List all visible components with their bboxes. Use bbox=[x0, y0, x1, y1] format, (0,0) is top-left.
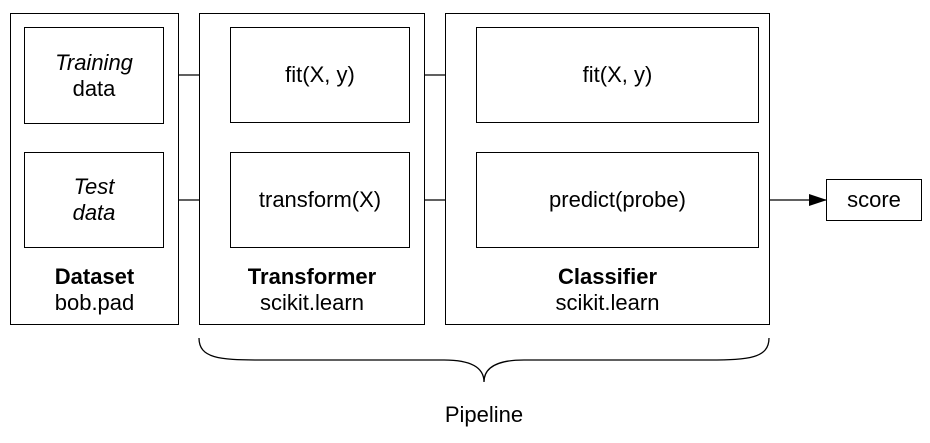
classifier-title: Classifier bbox=[557, 264, 658, 289]
classifier-subtitle: scikit.learn bbox=[555, 290, 660, 315]
classifier-label: Classifier scikit.learn bbox=[446, 264, 769, 316]
dataset-title: Dataset bbox=[54, 264, 135, 289]
test-data-line2: data bbox=[72, 200, 116, 225]
pipeline-brace bbox=[198, 337, 770, 383]
transformer-title: Transformer bbox=[247, 264, 377, 289]
pipeline-label: Pipeline bbox=[444, 402, 524, 427]
transformer-transform-label: transform(X) bbox=[258, 187, 382, 212]
transformer-fit-label: fit(X, y) bbox=[285, 62, 355, 87]
score-label: score bbox=[847, 187, 901, 212]
transformer-label: Transformer scikit.learn bbox=[200, 264, 424, 316]
transformer-fit-box: fit(X, y) bbox=[230, 27, 410, 123]
dataset-subtitle: bob.pad bbox=[54, 290, 135, 315]
classifier-predict-label: predict(probe) bbox=[549, 187, 686, 212]
test-data-box: Test data bbox=[24, 152, 164, 248]
test-data-line1: Test bbox=[73, 174, 115, 199]
training-data-line2: data bbox=[72, 75, 116, 101]
dataset-label: Dataset bob.pad bbox=[11, 264, 178, 316]
transformer-subtitle: scikit.learn bbox=[260, 290, 364, 315]
training-data-line1: Training bbox=[55, 49, 133, 75]
classifier-predict-box: predict(probe) bbox=[476, 152, 759, 248]
training-data-box: Training data bbox=[24, 27, 164, 124]
transformer-transform-box: transform(X) bbox=[230, 152, 410, 248]
classifier-fit-box: fit(X, y) bbox=[476, 27, 759, 123]
score-box: score bbox=[826, 179, 922, 221]
classifier-fit-label: fit(X, y) bbox=[582, 62, 653, 87]
